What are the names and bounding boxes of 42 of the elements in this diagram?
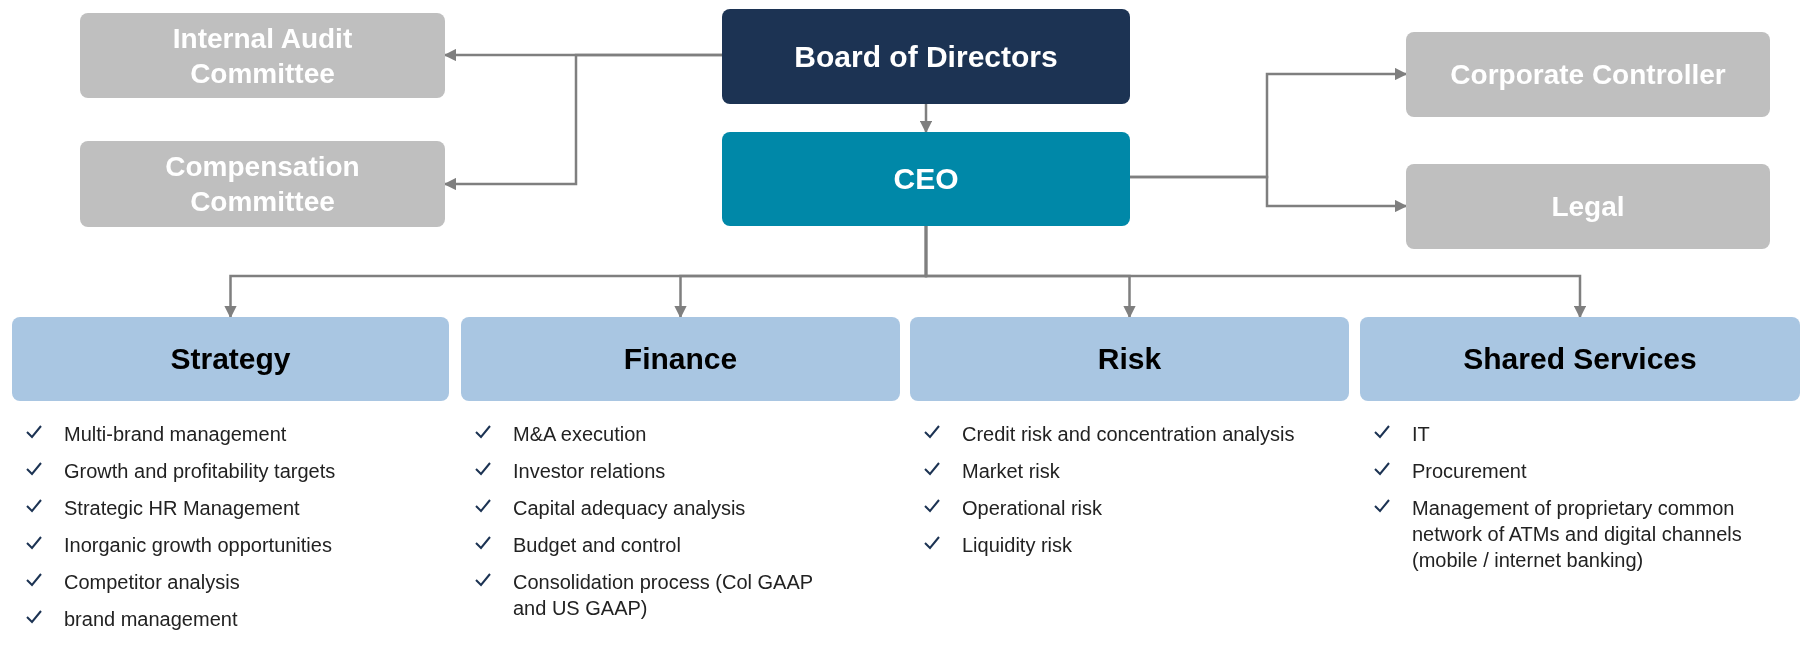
org-box: [461, 317, 900, 401]
bullet-text: Capital adequacy analysis: [513, 496, 746, 521]
box-title: Finance: [622, 341, 739, 378]
bullet-text: Strategic HR Management: [64, 496, 300, 521]
connector-arrow: [443, 53, 722, 191]
bullet-text: Multi-brand management: [64, 422, 287, 447]
org-box: [1406, 164, 1770, 249]
connector-arrow: [1130, 175, 1408, 213]
box-title: Strategy: [169, 341, 292, 378]
bullet-text: Investor relations: [513, 459, 666, 484]
box-title: Internal Audit Committee: [171, 21, 354, 91]
org-box: [80, 141, 445, 227]
box-title: Compensation Committee: [164, 150, 361, 219]
bullet-text: Credit risk and concentration analysis: [962, 422, 1295, 447]
box-title: Risk: [1096, 341, 1163, 378]
box-title: Legal: [1550, 190, 1626, 224]
bullet-text: Growth and profitability targets: [64, 459, 336, 484]
bullet-text: Procurement: [1412, 459, 1527, 484]
org-box: [12, 317, 449, 401]
org-box: [722, 132, 1130, 226]
org-box: [910, 317, 1349, 401]
org-box: [1360, 317, 1800, 401]
connector-arrow: [924, 226, 1587, 319]
box-title: Corporate Controller: [1449, 58, 1727, 92]
bullet-text: Liquidity risk: [962, 533, 1073, 558]
bullet-text: Market risk: [962, 459, 1060, 484]
bullet-text: Inorganic growth opportunities: [64, 533, 332, 558]
org-box: [80, 13, 445, 98]
bullet-text: Competitor analysis: [64, 570, 240, 595]
bullet-text: Operational risk: [962, 496, 1103, 521]
box-title: Shared Services: [1462, 341, 1698, 378]
bullet-text: IT: [1412, 422, 1430, 447]
box-title: Board of Directors: [793, 38, 1059, 75]
bullet-text: Management of proprietary common network of ATMs and digital channels (mobile / internet banking): [1412, 496, 1743, 573]
org-box: [1406, 32, 1770, 117]
org-box: [722, 9, 1130, 104]
connector-arrow: [919, 104, 933, 134]
bullet-text: brand management: [64, 607, 238, 632]
bullet-text: Budget and control: [513, 533, 681, 558]
box-title: CEO: [892, 161, 960, 198]
bullet-text: M&A execution: [513, 422, 647, 447]
bullet-text: Consolidation process (Col GAAP and US GAAP): [513, 570, 814, 621]
